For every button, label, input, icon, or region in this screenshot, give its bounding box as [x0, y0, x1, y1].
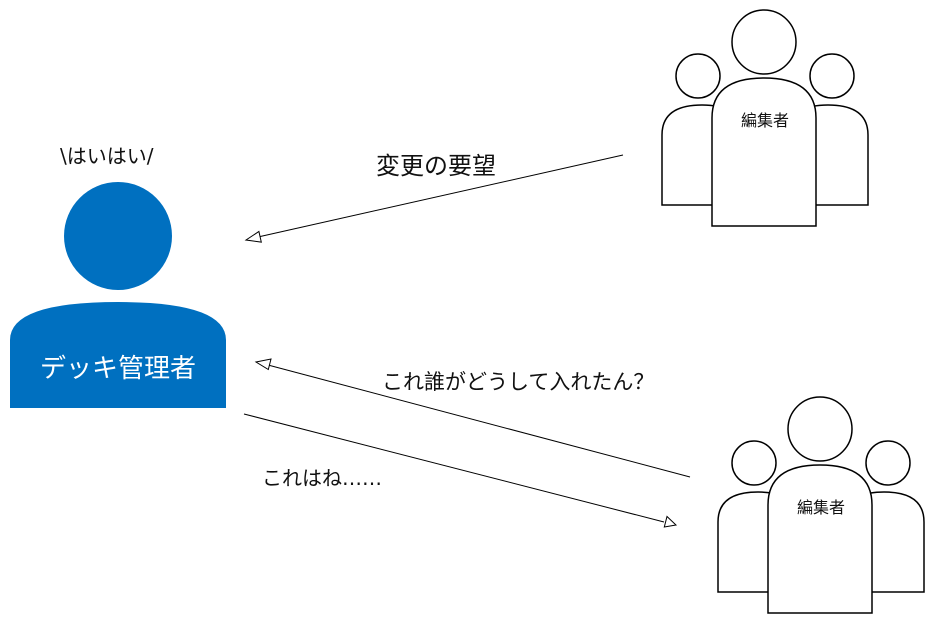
question-arrow-label: これ誰がどうして入れたん？ — [382, 370, 655, 394]
question-arrow-head — [254, 358, 272, 371]
editor-top-label: 編集者 — [740, 111, 789, 130]
editor-group-top-icon — [661, 9, 869, 227]
editor-top-head-left — [675, 53, 721, 99]
admin-speech-text: \はいはい/ — [60, 144, 154, 168]
editor-top-body-center — [711, 77, 817, 227]
admin-body — [10, 302, 226, 408]
editor-bottom-body-center — [767, 464, 873, 614]
editor-bottom-head-left — [731, 440, 777, 486]
request-arrow-head — [244, 230, 262, 243]
editor-top-head-right — [809, 53, 855, 99]
admin-person-icon — [10, 182, 226, 408]
request-arrow-line — [257, 154, 624, 238]
answer-arrow-label: これはね…… — [262, 466, 382, 490]
editor-top-head-center — [731, 9, 797, 75]
editor-bottom-label: 編集者 — [796, 498, 845, 517]
answer-arrow-head — [663, 515, 678, 528]
answer-arrow-line — [243, 413, 665, 523]
question-arrow-line — [267, 364, 691, 478]
editor-bottom-head-center — [787, 396, 853, 462]
admin-role-label: デッキ管理者 — [39, 354, 196, 384]
admin-head — [64, 182, 172, 290]
request-arrow-label: 変更の要望 — [376, 152, 496, 180]
editor-group-bottom-icon — [717, 396, 925, 614]
editor-bottom-head-right — [865, 440, 911, 486]
